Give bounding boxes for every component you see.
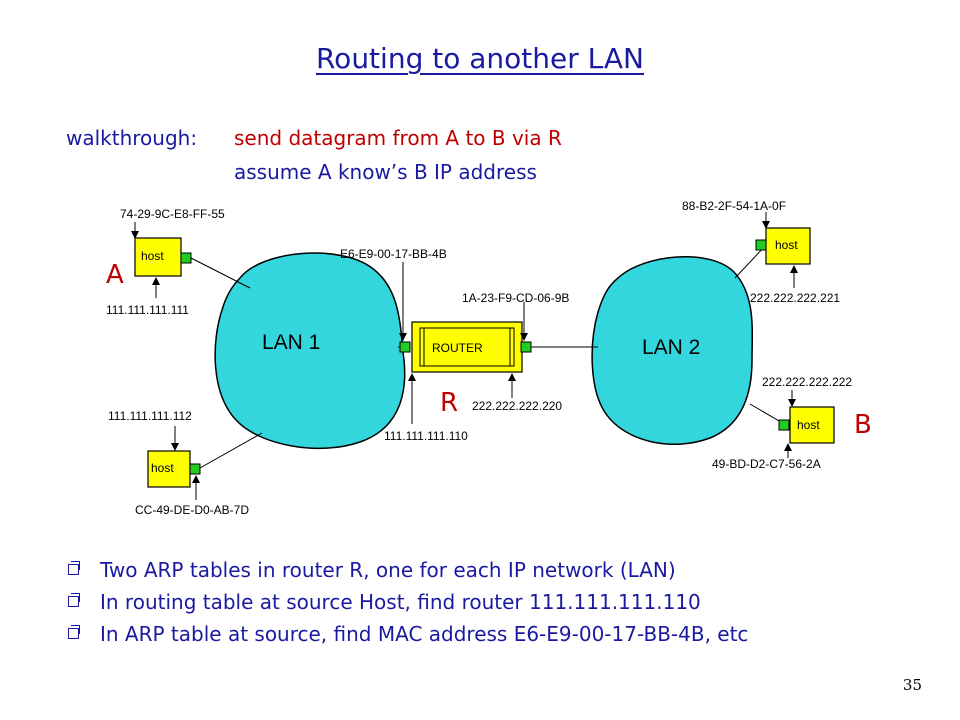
host-lan1-lower-label: host [151,461,174,475]
lan1-label: LAN 1 [262,331,320,354]
walkthrough-label: walkthrough: [66,126,198,150]
router-if1-ip: 111.111.111.110 [384,429,468,443]
host-b-marker: B [854,410,872,440]
bullet-item: In routing table at source Host, find ro… [68,590,868,614]
page-number: 35 [902,676,922,694]
router-label: ROUTER [432,341,483,355]
host-lan1-lower-mac: CC-49-DE-D0-AB-7D [135,503,249,517]
checkbox-bullet-icon [68,625,80,639]
lan2-label: LAN 2 [642,336,700,359]
host-a: host [134,237,192,277]
bullet-list: Two ARP tables in router R, one for each… [68,558,868,654]
lan2-cloud [591,256,754,445]
bullet-item: Two ARP tables in router R, one for each… [68,558,868,582]
host-a-mac: 74-29-9C-E8-FF-55 [120,207,225,221]
router: ROUTER [399,321,532,373]
router-if1-mac: E6-E9-00-17-BB-4B [340,247,447,261]
host-lan1-lower: host [147,450,201,488]
host-a-marker: A [106,260,124,290]
host-b-mac: 49-BD-D2-C7-56-2A [712,457,821,471]
host-a-label: host [141,249,164,263]
router-r-marker: R [440,388,459,418]
host-b: host [778,406,835,444]
host-a-ip: 111.111.111.111 [106,303,189,317]
host-lan2-upper-ip: 222.222.222.221 [750,291,840,305]
host-lan2-upper-mac: 88-B2-2F-54-1A-0F [682,199,786,213]
walkthrough-assumption: assume A know’s B IP address [234,160,537,184]
host-lan2-upper: host [755,227,811,265]
checkbox-bullet-icon [68,593,80,607]
host-b-label: host [797,418,820,432]
router-if2-mac: 1A-23-F9-CD-06-9B [462,291,569,305]
host-lan1-lower-ip: 111.111.111.112 [108,409,192,423]
walkthrough-action: send datagram from A to B via R [234,126,562,150]
checkbox-bullet-icon [68,561,80,575]
lan1-cloud [214,252,406,450]
router-if2-ip: 222.222.222.220 [472,399,562,413]
host-b-ip: 222.222.222.222 [762,375,852,389]
bullet-item: In ARP table at source, find MAC address… [68,622,868,646]
slide-title: Routing to another LAN [315,42,644,75]
host-lan2-upper-label: host [775,238,798,252]
